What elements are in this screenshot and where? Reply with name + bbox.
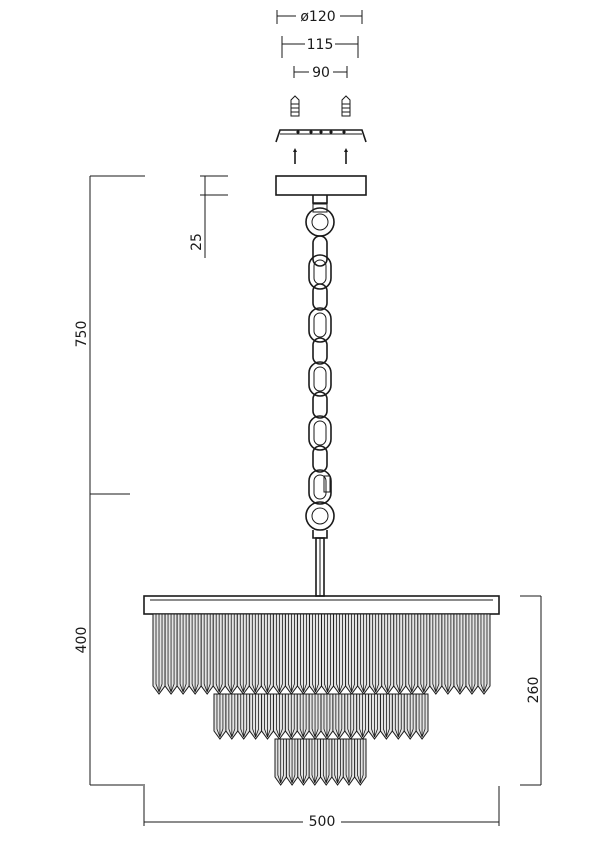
crystal-prism: [228, 694, 236, 738]
crystal-prism: [468, 614, 476, 693]
crystal-prism: [420, 614, 428, 693]
crystal-prism: [203, 614, 211, 693]
crystal-prism: [252, 694, 259, 738]
crystal-prism: [384, 614, 392, 693]
crystal-prism: [227, 614, 235, 693]
screw-right: [344, 148, 348, 164]
crystal-prism: [418, 694, 426, 738]
top-frame-plate: [143, 595, 500, 615]
crystal-prism: [406, 694, 414, 738]
mounting-bracket: [275, 129, 367, 143]
wall-anchor-right: [341, 95, 351, 117]
dimension-label-max-height: 750: [74, 321, 90, 348]
dimension-label-diameter: ø120: [300, 9, 335, 25]
crystal-prism: [432, 614, 440, 693]
dimension-canopy-height: 25: [189, 175, 228, 258]
dimension-holes-90: 90: [293, 63, 348, 81]
dimension-label-body-diameter: 500: [309, 814, 336, 830]
dimension-label-body-height: 260: [526, 677, 542, 704]
crystal-prism: [357, 739, 364, 784]
crystal-prism: [345, 739, 353, 784]
crystal-prism: [287, 694, 295, 738]
crystal-prism: [311, 739, 319, 784]
crystal-prism: [372, 614, 380, 693]
crystal-prism: [288, 614, 295, 693]
crystal-prism: [277, 739, 284, 784]
crystal-prism: [322, 739, 330, 784]
dimension-bracket-115: 115: [281, 35, 359, 58]
crystal-prism: [336, 614, 343, 693]
top-ring: [305, 203, 335, 237]
crystal-prism: [216, 694, 224, 738]
crystal-prism: [312, 614, 319, 693]
crystal-prism: [239, 614, 247, 693]
dimension-body-height: 260: [520, 595, 542, 786]
crystal-prism: [299, 694, 307, 738]
crystal-prism: [264, 694, 271, 738]
ceiling-canopy: [275, 175, 367, 196]
dimension-diameter-120: ø120: [276, 6, 363, 25]
bottom-ring: [305, 501, 335, 539]
crystal-prism: [383, 694, 390, 738]
crystal-prism: [408, 614, 416, 693]
crystal-prism: [480, 614, 488, 693]
crystal-prism: [288, 739, 296, 784]
crystal-prism: [276, 694, 283, 738]
crystal-prism: [359, 694, 366, 738]
crystal-prism: [311, 694, 319, 738]
crystal-tier-bottom: [274, 738, 367, 786]
crystal-prism: [191, 614, 199, 693]
crystal-prism: [300, 614, 307, 693]
dimension-label-min-height: 400: [74, 627, 90, 654]
crystal-prism: [215, 614, 223, 693]
crystal-prism: [334, 739, 341, 784]
crystal-tier-middle: [213, 693, 429, 740]
crystal-prism: [240, 694, 248, 738]
dimension-max-height: 750: [74, 175, 145, 785]
chain: [308, 235, 332, 505]
screw-left: [293, 148, 297, 164]
crystal-prism: [396, 614, 404, 693]
crystal-prism: [335, 694, 343, 738]
crystal-prism: [394, 694, 402, 738]
dimension-body-diameter: 500: [143, 786, 500, 830]
crystal-prism: [360, 614, 368, 693]
dimension-label-bracket: 115: [307, 37, 334, 53]
crystal-prism: [300, 739, 307, 784]
crystal-prism: [371, 694, 378, 738]
crystal-prism: [263, 614, 271, 693]
crystal-prism: [167, 614, 175, 693]
crystal-tier-top: [152, 613, 491, 695]
crystal-prism: [323, 694, 331, 738]
wall-anchor-left: [290, 95, 300, 117]
canopy-hook: [312, 195, 328, 204]
crystal-prism: [444, 614, 452, 693]
crystal-prism: [251, 614, 259, 693]
dimension-label-canopy-height: 25: [189, 233, 205, 251]
crystal-prism: [155, 614, 163, 693]
crystal-prism: [275, 614, 283, 693]
suspension-rod: [315, 537, 325, 597]
dimension-min-height: 400: [74, 627, 145, 786]
dimension-label-holes: 90: [312, 65, 330, 81]
crystal-prism: [324, 614, 331, 693]
crystal-prism: [348, 614, 355, 693]
crystal-prism: [456, 614, 464, 693]
crystal-prism: [179, 614, 187, 693]
crystal-prism: [347, 694, 355, 738]
